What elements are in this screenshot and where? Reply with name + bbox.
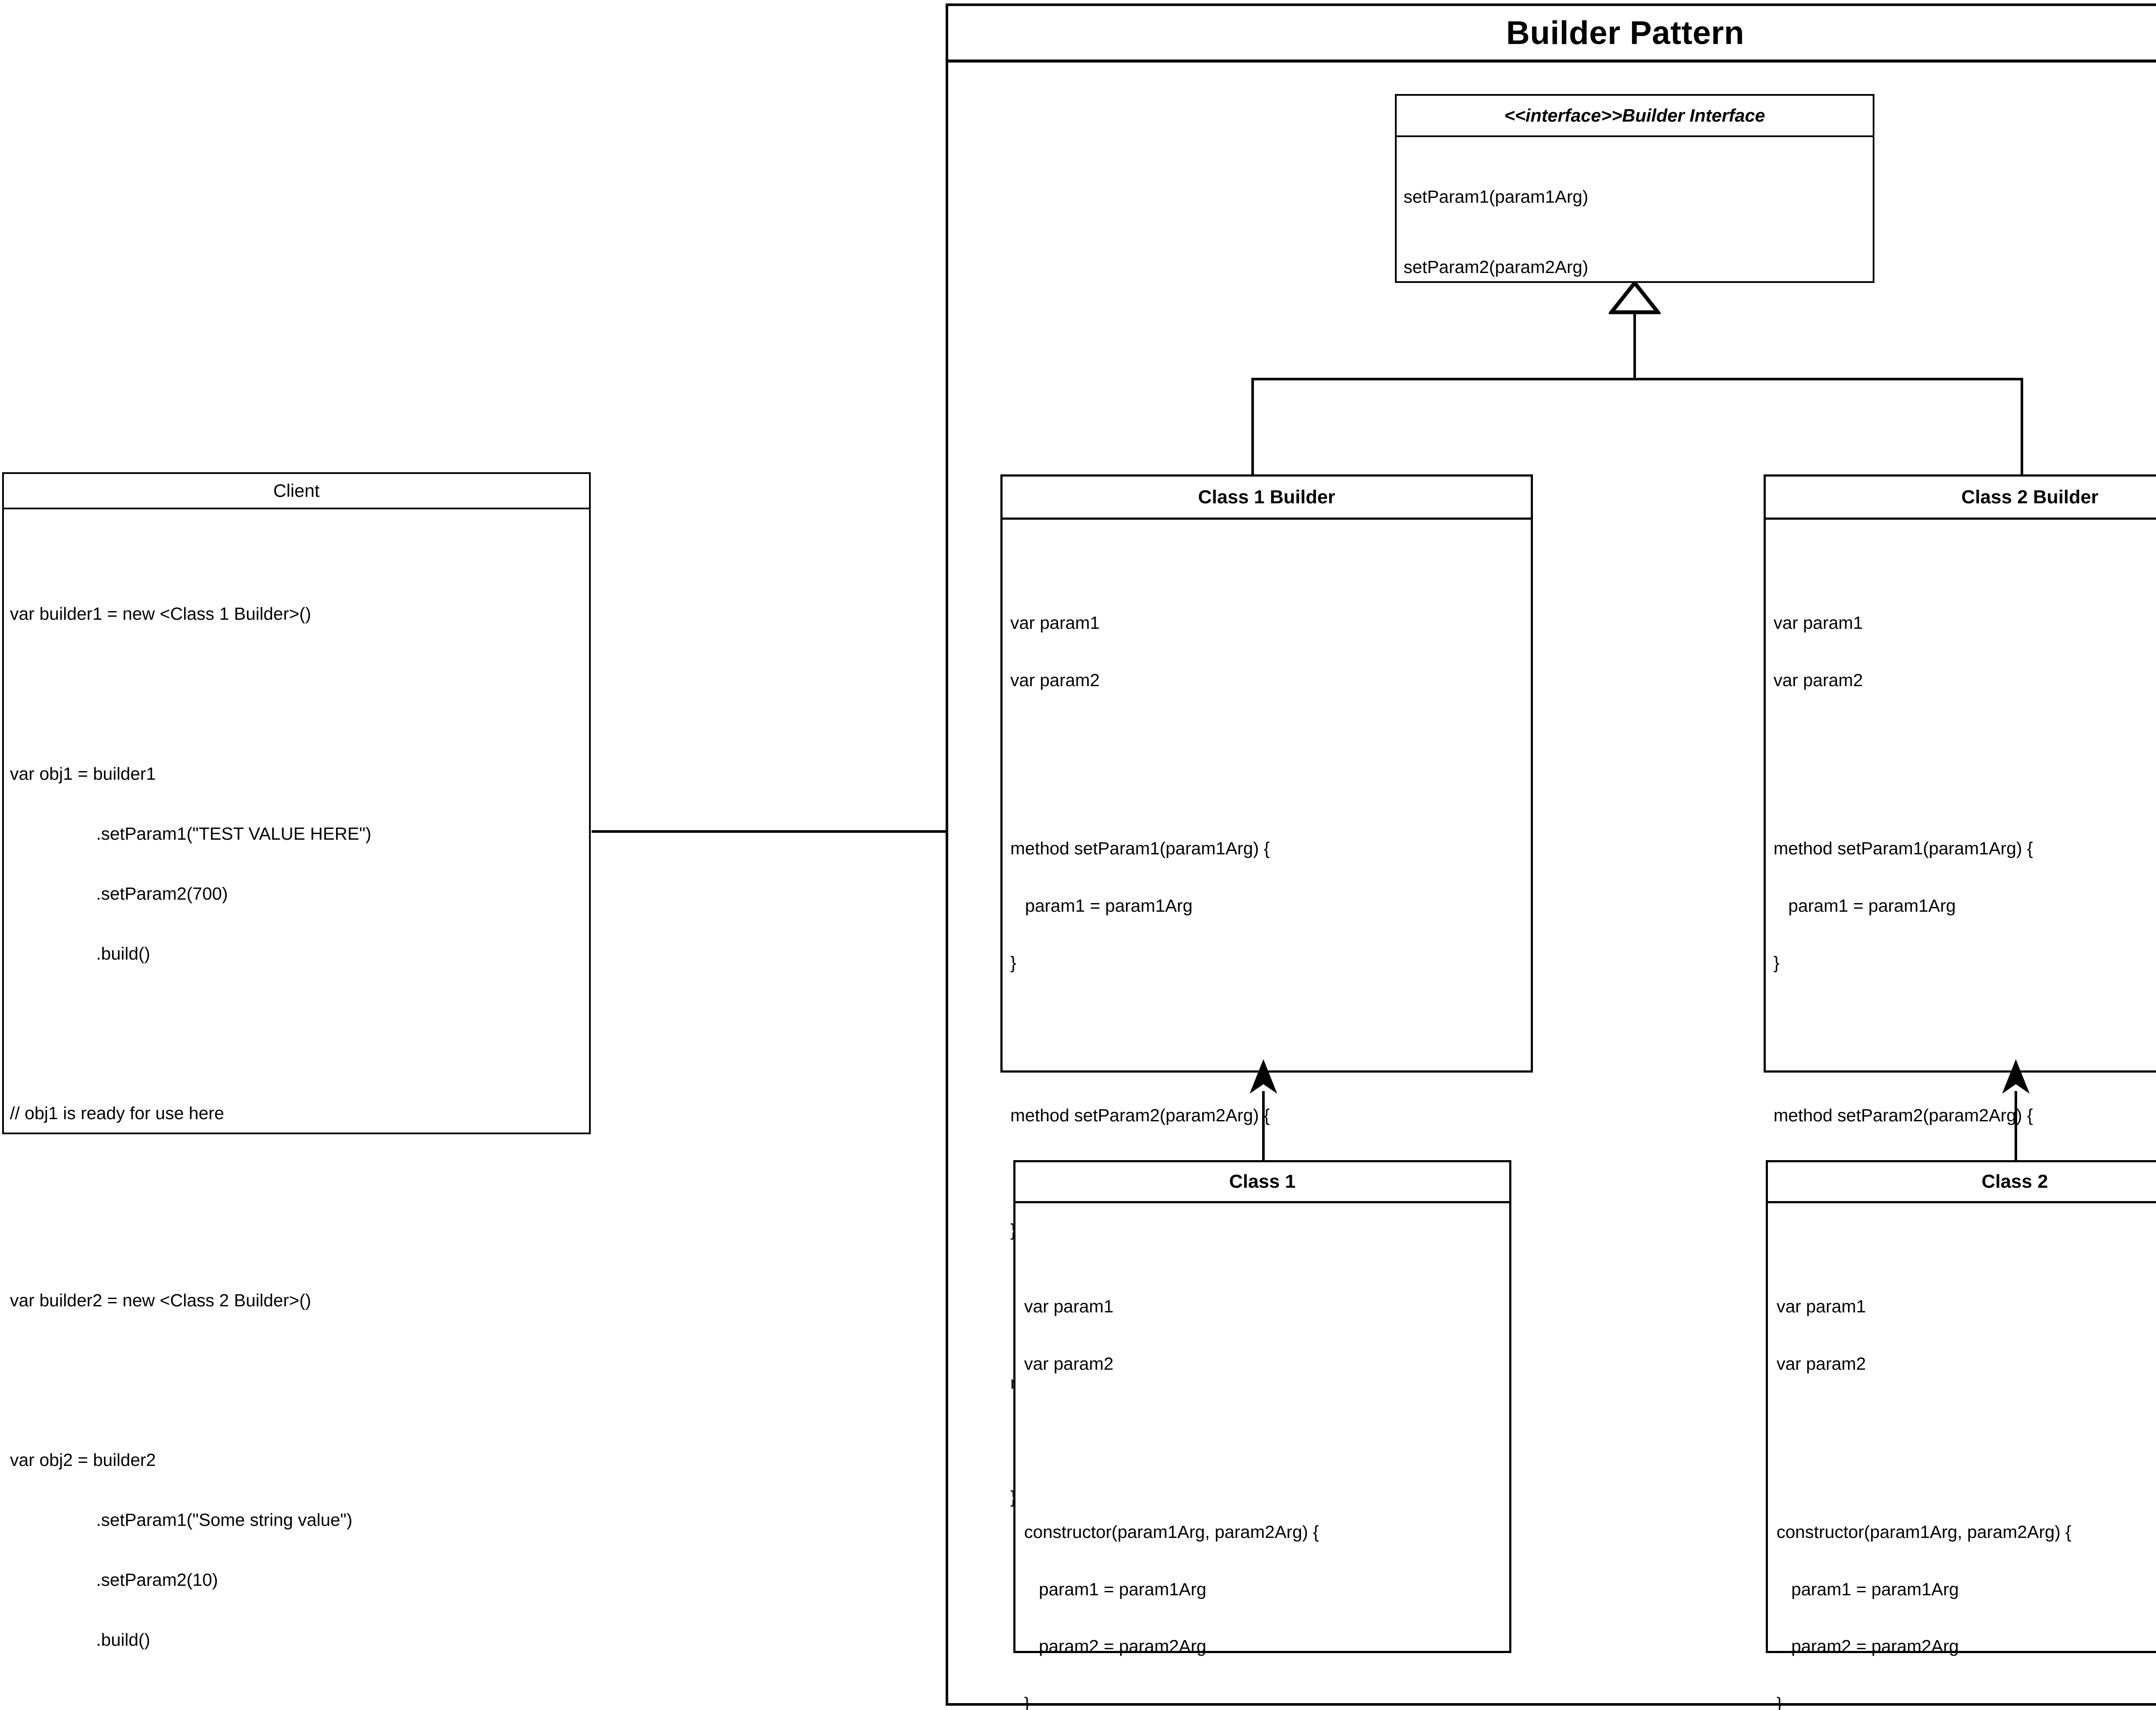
- connector-interface-stem: [1633, 312, 1636, 380]
- class2-body: var param1 var param2 constructor(param1…: [1768, 1203, 2156, 1710]
- builder-interface-methods: setParam1(param1Arg) setParam2(param2Arg…: [1397, 137, 1873, 329]
- method-signature: method setParam2(param2Arg) {: [1010, 1105, 1270, 1126]
- client-line-9-wrap: .setParam2(10): [10, 1570, 589, 1590]
- class1-box[interactable]: Class 1 var param1 var param2 constructo…: [1013, 1160, 1511, 1710]
- field-param2: var param2: [1010, 670, 1100, 690]
- class1-builder-fields: var param1 var param2: [1010, 575, 1531, 728]
- method-signature: method setParam1(param1Arg) {: [1010, 838, 1270, 858]
- field-param1: var param1: [1777, 1296, 1866, 1317]
- interface-method-setparam2: setParam2(param2Arg): [1404, 257, 1589, 277]
- class2-builder-fields: var param1 var param2: [1774, 575, 2156, 728]
- class1-title: Class 1: [1015, 1162, 1509, 1203]
- method-body: param1 = param1Arg: [1010, 895, 1193, 916]
- field-param2: var param2: [1777, 1353, 1866, 1374]
- class2-fields: var param1 var param2: [1777, 1259, 2156, 1412]
- class2-builder-title: Class 2 Builder: [1766, 477, 2156, 520]
- method-close-brace: }: [1774, 953, 1780, 973]
- method-body: param1 = param1Arg: [1774, 895, 1956, 916]
- client-line-3: .setParam2(700): [96, 883, 228, 904]
- constructor-body-1: param1 = param1Arg: [1024, 1579, 1206, 1599]
- class2-title: Class 2: [1768, 1162, 2156, 1203]
- client-line-2-wrap: .setParam1("TEST VALUE HERE"): [10, 824, 589, 844]
- field-param2: var param2: [1024, 1353, 1114, 1374]
- client-line-4: .build(): [96, 943, 150, 963]
- client-line-10-wrap: .build(): [10, 1630, 589, 1650]
- client-line-9: .setParam2(10): [96, 1570, 218, 1590]
- method-close-brace: }: [1010, 953, 1016, 973]
- builder-interface-title: <<interface>>Builder Interface: [1397, 96, 1873, 137]
- client-stmt-builder1: var builder1 = new <Class 1 Builder>(): [10, 564, 589, 664]
- field-param1: var param1: [1010, 613, 1100, 633]
- page-title: Builder Pattern: [1506, 14, 1745, 51]
- client-line-0: var builder1 = new <Class 1 Builder>(): [10, 604, 311, 624]
- class2-constructor: constructor(param1Arg, param2Arg) { para…: [1777, 1484, 2156, 1710]
- client-stmt-obj2: var obj2 = builder2 .setParam1("Some str…: [10, 1410, 589, 1690]
- constructor-body-1: param1 = param1Arg: [1777, 1579, 1959, 1599]
- builder-interface-box[interactable]: <<interface>>Builder Interface setParam1…: [1395, 94, 1874, 283]
- constructor-body-2: param2 = param2Arg: [1024, 1636, 1206, 1657]
- class2-builder-box[interactable]: Class 2 Builder var param1 var param2 me…: [1764, 474, 2156, 1506]
- connector-interface-bus: [1251, 378, 2023, 380]
- connector-class2-to-builder-arrowhead: [1999, 1057, 2033, 1095]
- client-stmt-obj1: var obj1 = builder1 .setParam1("TEST VAL…: [10, 724, 589, 1004]
- constructor-body-2: param2 = param2Arg: [1777, 1636, 1959, 1657]
- interface-method-setparam1: setParam1(param1Arg): [1404, 187, 1589, 207]
- client-line-10: .build(): [96, 1630, 150, 1650]
- connector-client-to-builder-line: [592, 830, 975, 833]
- field-param2: var param2: [1774, 670, 1863, 690]
- method-signature: method setParam1(param1Arg) {: [1774, 838, 2033, 858]
- connector-class2-to-builder-line: [2015, 1091, 2017, 1161]
- field-param1: var param1: [1024, 1296, 1114, 1317]
- field-param1: var param1: [1774, 613, 1863, 633]
- client-box-title: Client: [4, 474, 589, 509]
- method-signature: method setParam2(param2Arg) {: [1774, 1105, 2033, 1126]
- class1-builder-method-setparam1: method setParam1(param1Arg) { param1 = p…: [1010, 800, 1531, 1010]
- class1-body: var param1 var param2 constructor(param1…: [1015, 1203, 1509, 1710]
- constructor-close-brace: }: [1777, 1694, 1783, 1710]
- pattern-title-bar: Builder Pattern: [948, 6, 2156, 63]
- client-line-1: var obj1 = builder1: [10, 763, 156, 784]
- class1-builder-box[interactable]: Class 1 Builder var param1 var param2 me…: [1000, 474, 1533, 1506]
- class2-box[interactable]: Class 2 var param1 var param2 constructo…: [1766, 1160, 2156, 1710]
- class1-fields: var param1 var param2: [1024, 1259, 1509, 1412]
- connector-drop-class1-builder: [1251, 378, 1254, 476]
- client-line-5: // obj1 is ready for use here: [10, 1103, 224, 1123]
- client-line-3-wrap: .setParam2(700): [10, 884, 589, 904]
- client-line-4-wrap: .build(): [10, 944, 589, 963]
- client-stmt-builder2: var builder2 = new <Class 2 Builder>(): [10, 1251, 589, 1351]
- client-comment-obj1: // obj1 is ready for use here: [10, 1063, 589, 1163]
- client-box-body: var builder1 = new <Class 1 Builder>() v…: [4, 509, 589, 1710]
- class1-constructor: constructor(param1Arg, param2Arg) { para…: [1024, 1484, 1509, 1710]
- client-line-8: .setParam1("Some string value"): [96, 1510, 353, 1530]
- class2-builder-method-setparam1: method setParam1(param1Arg) { param1 = p…: [1774, 800, 2156, 1010]
- client-line-8-wrap: .setParam1("Some string value"): [10, 1510, 589, 1530]
- client-line-7: var obj2 = builder2: [10, 1450, 156, 1470]
- constructor-signature: constructor(param1Arg, param2Arg) {: [1024, 1522, 1319, 1542]
- client-class-box[interactable]: Client var builder1 = new <Class 1 Build…: [2, 472, 591, 1650]
- connector-drop-class2-builder: [2021, 378, 2023, 476]
- constructor-close-brace: }: [1024, 1694, 1030, 1710]
- client-line-2: .setParam1("TEST VALUE HERE"): [96, 823, 372, 844]
- connector-class1-to-builder-line: [1262, 1091, 1265, 1161]
- connector-class1-to-builder-arrowhead: [1246, 1057, 1281, 1095]
- client-line-6: var builder2 = new <Class 2 Builder>(): [10, 1290, 311, 1311]
- constructor-signature: constructor(param1Arg, param2Arg) {: [1777, 1522, 2071, 1542]
- class1-builder-title: Class 1 Builder: [1003, 477, 1531, 520]
